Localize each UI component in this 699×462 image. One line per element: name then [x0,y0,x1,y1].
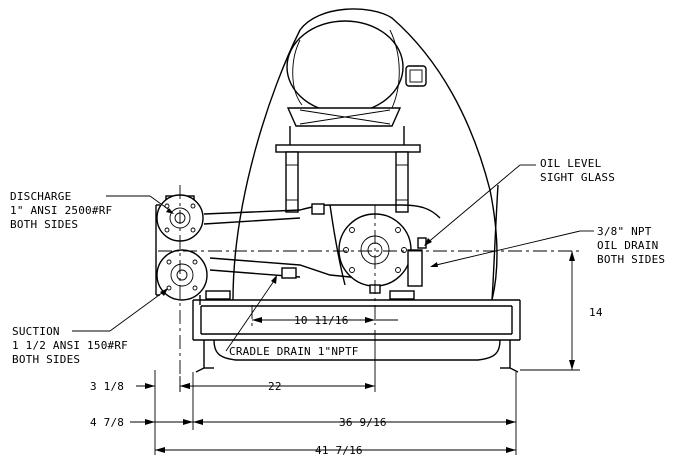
motor [286,20,427,114]
crankshaft-housing [338,213,427,294]
cradle-drain-label: CRADLE DRAIN 1"NPTF [229,345,359,358]
suction-spec: 1 1/2 ANSI 150#RF [12,339,128,352]
discharge-sides: BOTH SIDES [10,218,78,231]
dim-22: 22 [268,380,282,393]
dim-3-1-8: 3 1/8 [90,380,124,393]
oil-level-label: OIL LEVEL [540,157,602,170]
dim-10-11-16: 10 11/16 [294,314,349,327]
base-cradle [192,290,521,373]
dim-14: 14 [589,306,603,319]
dimension-lines [130,251,580,455]
centerlines [158,185,580,392]
pump-body [203,203,441,286]
oil-drain-label: OIL DRAIN [597,239,658,252]
sight-glass-label: SIGHT GLASS [540,171,615,184]
oil-drain-size-label: 3/8" NPT [597,225,652,238]
leader-lines [72,164,594,352]
discharge-spec: 1" ANSI 2500#RF [10,204,112,217]
discharge-label: DISCHARGE [10,190,71,203]
suction-flange [156,249,208,301]
dim-4-7-8: 4 7/8 [90,416,124,429]
dim-41-7-16: 41 7/16 [315,444,363,457]
belt-guard [232,8,499,301]
dim-36-9-16: 36 9/16 [339,416,387,429]
suction-sides: BOTH SIDES [12,353,80,366]
motor-mount [275,107,421,213]
oil-drain-sides-label: BOTH SIDES [597,253,665,266]
suction-label: SUCTION [12,325,60,338]
